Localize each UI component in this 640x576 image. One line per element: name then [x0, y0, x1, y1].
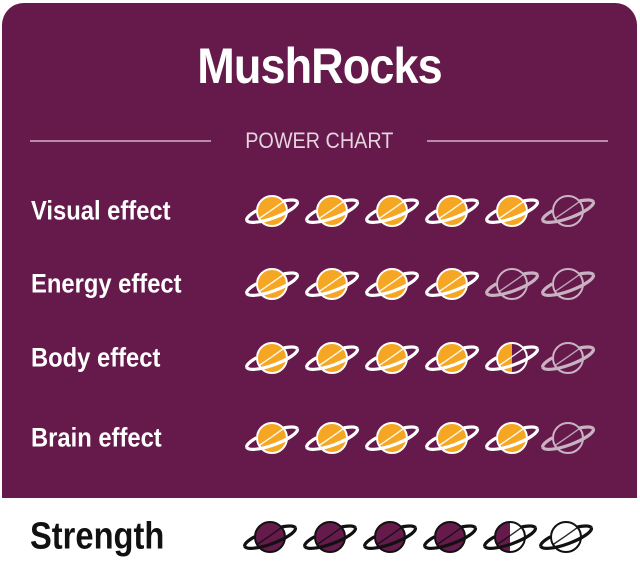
planet-icon — [538, 259, 598, 309]
strength-label: Strength — [30, 515, 165, 558]
planet-icon — [302, 186, 362, 236]
planet-icon — [362, 413, 422, 463]
row-label: Energy effect — [31, 268, 182, 299]
planet-icon — [362, 186, 422, 236]
divider-right — [427, 140, 609, 142]
planet-rating — [2, 259, 640, 309]
planet-icon — [302, 333, 362, 383]
planet-rating — [2, 333, 640, 383]
planet-icon — [536, 512, 596, 562]
row-label: Brain effect — [31, 422, 162, 453]
row-label: Visual effect — [31, 195, 171, 226]
planet-icon — [422, 259, 482, 309]
rating-row-energy: Energy effect — [2, 259, 640, 309]
planet-icon — [482, 259, 542, 309]
planet-icon — [482, 333, 542, 383]
planet-icon — [422, 333, 482, 383]
planet-rating — [2, 186, 640, 236]
rating-row-body: Body effect — [2, 333, 640, 383]
planet-icon — [242, 333, 302, 383]
strength-row: Strength — [0, 512, 640, 562]
planet-icon — [300, 512, 360, 562]
power-chart-card: MushRocks POWER CHART Visual effect — [2, 3, 637, 498]
planet-icon — [482, 413, 542, 463]
planet-icon — [420, 512, 480, 562]
chart-subtitle: POWER CHART — [244, 128, 394, 153]
planet-icon — [302, 413, 362, 463]
row-label: Body effect — [31, 342, 161, 373]
product-title: MushRocks — [197, 38, 442, 94]
rating-row-brain: Brain effect — [2, 413, 640, 463]
planet-icon — [240, 512, 300, 562]
planet-icon — [362, 259, 422, 309]
rating-row-visual: Visual effect — [2, 186, 640, 236]
planet-icon — [422, 413, 482, 463]
planet-icon — [538, 333, 598, 383]
planet-icon — [538, 186, 598, 236]
planet-icon — [422, 186, 482, 236]
planet-rating — [0, 512, 640, 562]
divider-left — [30, 140, 211, 142]
planet-icon — [480, 512, 540, 562]
planet-icon — [482, 186, 542, 236]
subtitle-row: POWER CHART — [30, 127, 609, 155]
planet-icon — [538, 413, 598, 463]
planet-icon — [360, 512, 420, 562]
planet-icon — [302, 259, 362, 309]
planet-icon — [362, 333, 422, 383]
planet-icon — [242, 259, 302, 309]
planet-icon — [242, 186, 302, 236]
planet-rating — [2, 413, 640, 463]
planet-icon — [242, 413, 302, 463]
